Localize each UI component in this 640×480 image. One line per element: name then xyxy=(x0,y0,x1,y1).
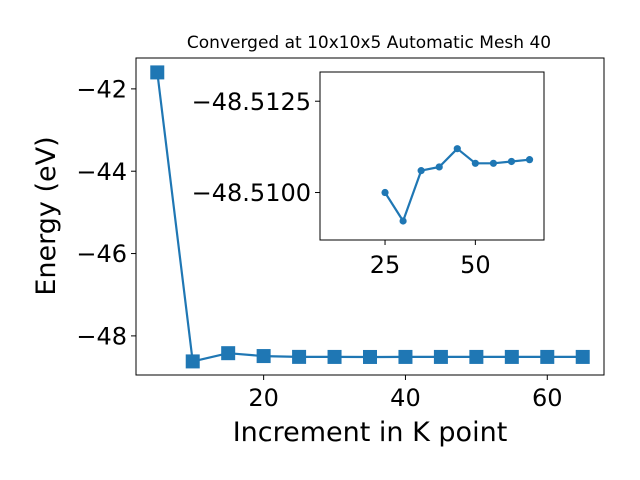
data-point-marker xyxy=(525,156,534,164)
x-tick-label: 40 xyxy=(390,384,421,412)
x-tick-label: 20 xyxy=(248,384,279,412)
data-point-marker xyxy=(292,349,307,364)
inset-plot-frame xyxy=(319,71,545,241)
data-point-marker xyxy=(417,167,425,175)
y-tick-label: −48.5125 xyxy=(192,88,311,116)
x-tick-label: 50 xyxy=(460,251,491,279)
data-point-marker xyxy=(399,217,407,225)
y-tick-label: −46 xyxy=(76,240,127,268)
data-point-marker xyxy=(453,145,461,153)
x-tick-label: 25 xyxy=(370,251,401,279)
inset-y-ticks: −48.5100 −48.5125 xyxy=(192,88,320,207)
data-point-marker xyxy=(435,163,443,171)
data-point-marker xyxy=(381,188,389,197)
data-point-marker xyxy=(363,349,377,364)
data-point-marker xyxy=(489,159,498,167)
y-tick-label: −48 xyxy=(76,323,127,351)
main-plot-frame xyxy=(135,57,605,376)
data-point-marker xyxy=(398,349,413,364)
main-x-ticks: 20 40 60 xyxy=(248,375,563,412)
data-point-marker xyxy=(504,349,519,364)
chart-title: Converged at 10x10x5 Automatic Mesh 40 xyxy=(187,33,551,53)
x-tick-label: 60 xyxy=(532,384,563,412)
main-series-markers xyxy=(150,65,590,369)
main-axes: 20 40 60 −48 −46 −44 −42 xyxy=(76,57,605,412)
data-point-marker xyxy=(185,354,200,369)
data-point-marker xyxy=(150,65,165,80)
data-point-marker xyxy=(221,346,236,361)
data-point-marker xyxy=(507,157,516,166)
data-point-marker xyxy=(327,349,342,364)
y-tick-label: −42 xyxy=(76,76,127,104)
y-axis-label: Energy (eV) xyxy=(31,136,62,295)
inset-axes: 25 50 −48.5100 −48.5125 xyxy=(192,71,545,279)
data-point-marker xyxy=(469,349,484,364)
data-point-marker xyxy=(575,349,590,364)
x-axis-label: Increment in K point xyxy=(233,417,508,448)
y-tick-label: −44 xyxy=(76,158,127,186)
main-y-ticks: −48 −46 −44 −42 xyxy=(76,76,136,351)
data-point-marker xyxy=(433,349,448,364)
data-point-marker xyxy=(256,349,271,364)
inset-series-markers xyxy=(381,145,534,225)
y-tick-label: −48.5100 xyxy=(192,179,311,207)
data-point-marker xyxy=(540,349,555,364)
data-point-marker xyxy=(471,159,479,167)
inset-x-ticks: 25 50 xyxy=(370,240,491,279)
